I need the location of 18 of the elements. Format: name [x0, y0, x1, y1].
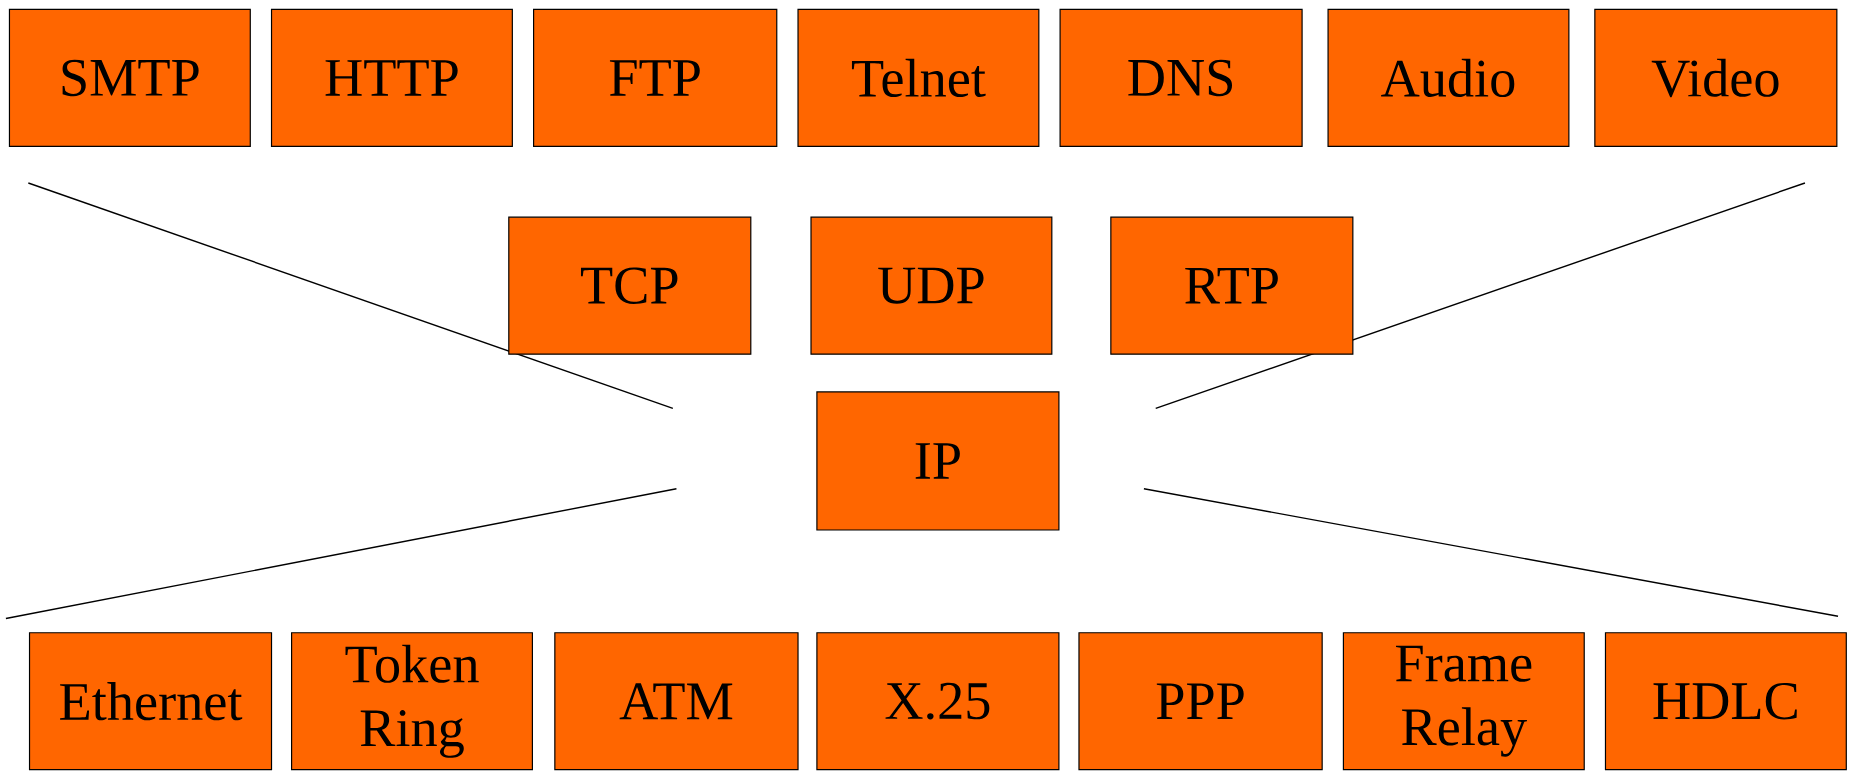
protocol-box: PPP: [1078, 632, 1323, 771]
protocol-box: HTTP: [270, 8, 513, 147]
protocol-box: TCP: [508, 216, 752, 355]
protocol-box: Telnet: [797, 8, 1040, 147]
protocol-box: UDP: [810, 216, 1053, 355]
protocol-box: HDLC: [1604, 632, 1847, 771]
protocol-box: Audio: [1327, 8, 1570, 147]
protocol-box: RTP: [1110, 216, 1354, 355]
protocol-box: X.25: [816, 632, 1060, 771]
protocol-box: SMTP: [8, 8, 251, 147]
protocol-box: FTP: [533, 8, 778, 147]
protocol-box: ATM: [554, 632, 799, 771]
protocol-box: IP: [816, 391, 1060, 531]
protocol-box: DNS: [1059, 8, 1303, 147]
protocol-box: Video: [1594, 8, 1838, 147]
protocol-box: Ethernet: [28, 632, 273, 771]
protocol-box: Token Ring: [291, 632, 533, 771]
protocol-box: Frame Relay: [1342, 632, 1585, 771]
